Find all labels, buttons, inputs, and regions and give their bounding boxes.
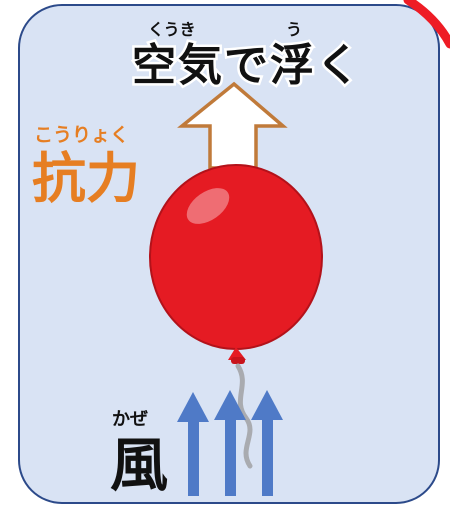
title-ruby-u: う bbox=[286, 20, 303, 39]
wind-arrow-icon bbox=[177, 392, 209, 496]
wind-arrow-icon bbox=[214, 390, 246, 496]
wind-arrows bbox=[177, 390, 283, 496]
wind-arrow-icon bbox=[251, 390, 283, 496]
corner-mark bbox=[403, 0, 450, 49]
balloon-string bbox=[235, 363, 253, 469]
lift-arrow-icon bbox=[177, 81, 288, 170]
force-ruby: こうりょく bbox=[34, 124, 130, 146]
wind-ruby: かぜ bbox=[112, 409, 148, 430]
title: 空気で浮く bbox=[130, 40, 363, 91]
title-ruby-kuuki: くうき bbox=[148, 20, 196, 39]
wind-label: 風 bbox=[110, 431, 169, 499]
balloon-icon bbox=[149, 164, 323, 364]
force-label: 抗力 bbox=[32, 147, 140, 210]
